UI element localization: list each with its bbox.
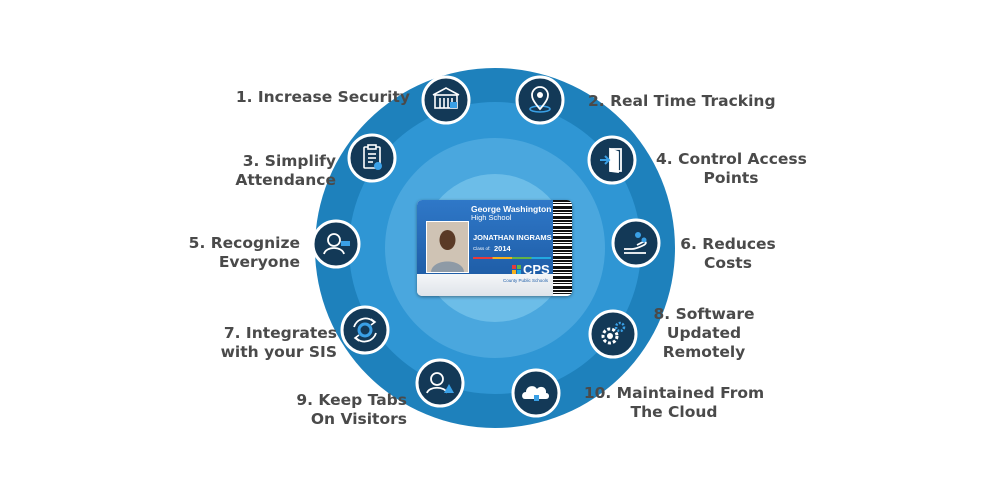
logo-square: [517, 265, 521, 269]
card-color-stripe: [473, 257, 551, 259]
feature-label-10: 10. Maintained From The Cloud: [583, 384, 765, 421]
feature-label-3: 3. Simplify Attendance: [235, 152, 336, 189]
person-id-icon: [311, 219, 361, 269]
feature-label-2: 2. Real Time Tracking: [588, 92, 776, 110]
cloud-icon: [511, 368, 561, 418]
barcode: [553, 200, 572, 296]
gears-icon: [588, 309, 638, 359]
card-class-year: 2014: [494, 244, 511, 253]
card-logo-text: CPS: [523, 262, 550, 277]
logo-square: [512, 265, 516, 269]
feature-label-9: 9. Keep Tabs On Visitors: [296, 391, 407, 428]
feature-label-6: 6. Reduces Costs: [680, 235, 776, 272]
card-school-type: High School: [471, 213, 512, 222]
card-student-name: JONATHAN INGRAMS: [473, 233, 552, 242]
feature-label-5: 5. Recognize Everyone: [188, 234, 300, 271]
door-enter-icon: [587, 135, 637, 185]
visitor-warning-icon: [415, 358, 465, 408]
card-class-label: Class of:: [473, 246, 491, 251]
location-pin-icon: [515, 75, 565, 125]
feature-label-8: 8. Software Updated Remotely: [653, 305, 755, 361]
card-district-name: County Public Schools: [503, 278, 549, 283]
card-school-name: George Washington: [471, 204, 552, 214]
feature-label-1: 1. Increase Security: [235, 88, 410, 106]
clipboard-check-icon: [347, 133, 397, 183]
feature-label-7: 7. Integrates with your SIS: [220, 324, 337, 361]
card-footer: [417, 274, 553, 296]
student-id-card: George Washington High School JONATHAN I…: [417, 200, 572, 296]
sync-gear-icon: [340, 305, 390, 355]
cps-logo-icon: [512, 265, 521, 274]
logo-square: [517, 270, 521, 274]
feature-label-4: 4. Control Access Points: [656, 150, 807, 187]
logo-square: [512, 270, 516, 274]
student-photo: [426, 221, 469, 273]
hand-coins-icon: [611, 218, 661, 268]
school-building-icon: [421, 75, 471, 125]
